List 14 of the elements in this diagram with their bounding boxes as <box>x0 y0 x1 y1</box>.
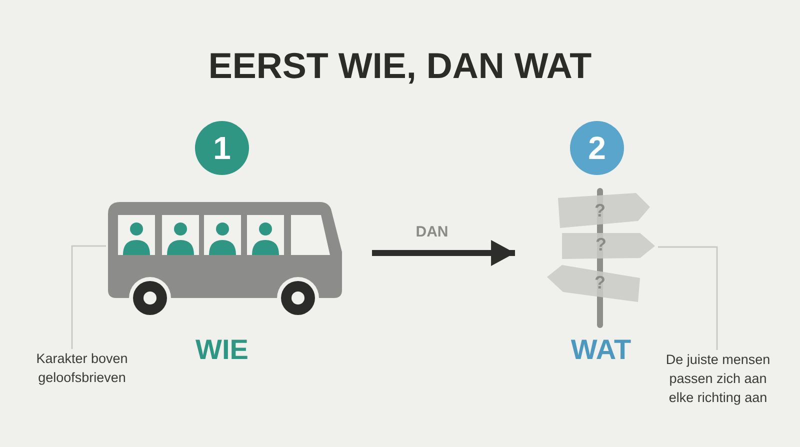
leader-line <box>71 245 106 349</box>
arrow <box>372 240 515 266</box>
caption-label: WAT <box>570 334 632 366</box>
question-mark: ? <box>594 272 606 294</box>
bus-drawing <box>106 200 344 316</box>
caption-label: WIE <box>196 334 248 366</box>
note-text: De juiste mensen passen zich aan elke richting aan <box>657 350 779 407</box>
question-mark: ? <box>594 200 606 222</box>
leader-line <box>658 246 718 350</box>
step-number: 1 <box>195 121 249 175</box>
step-number: 2 <box>570 121 624 175</box>
title: EERST WIE, DAN WAT <box>208 45 592 87</box>
note-text: Karakter boven geloofsbrieven <box>22 349 142 387</box>
question-mark: ? <box>596 234 606 256</box>
